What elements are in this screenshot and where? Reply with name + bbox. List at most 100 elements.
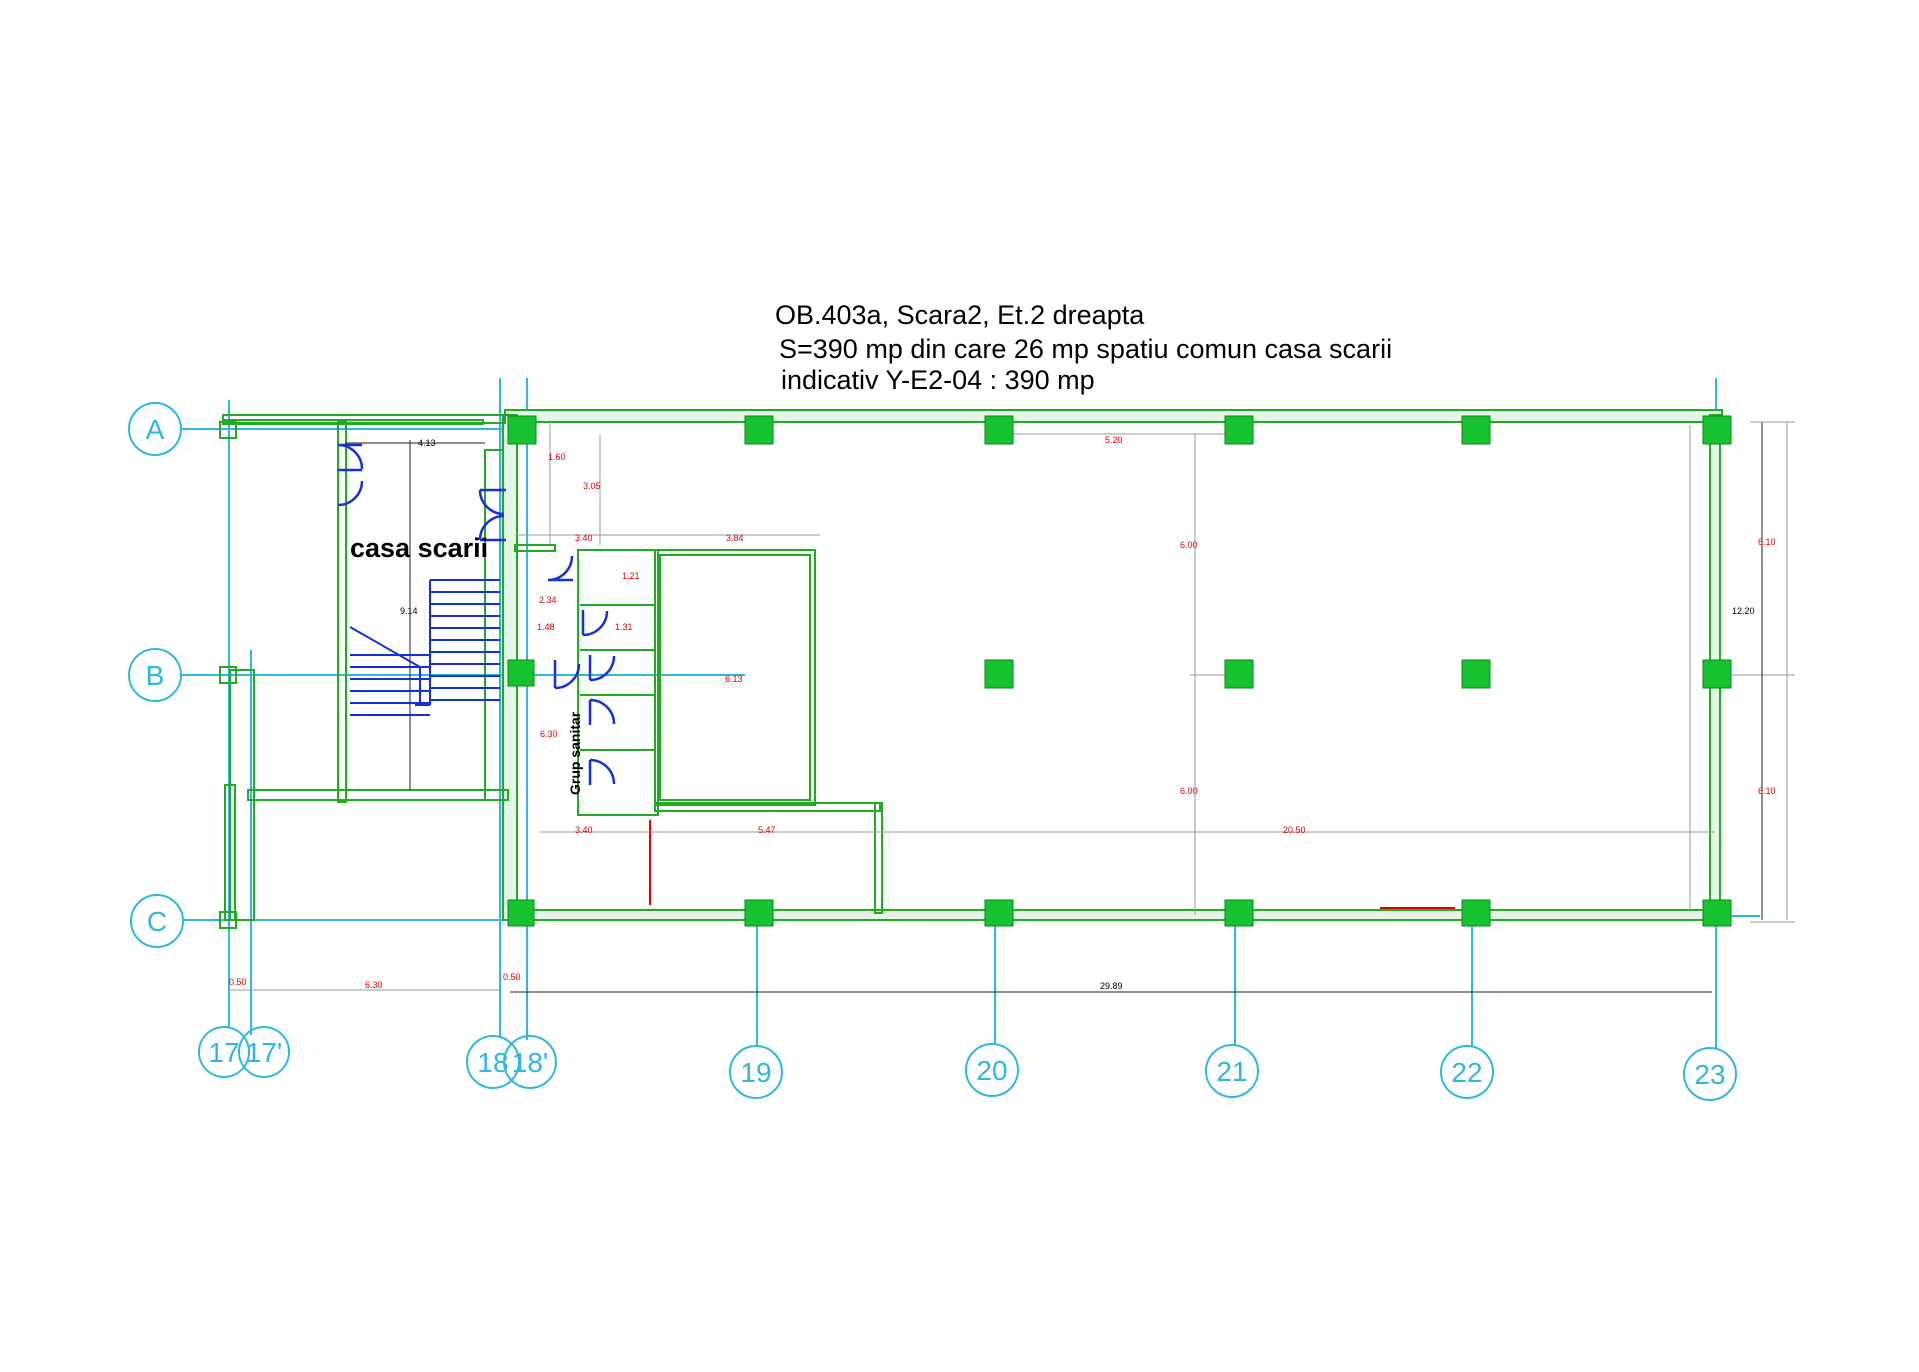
column-c-17 xyxy=(219,911,237,929)
column-a-21 xyxy=(1224,415,1254,445)
stair-bottom-wall xyxy=(247,789,509,801)
dim-148: 1.48 xyxy=(537,622,555,632)
room-label-stair: casa scarii xyxy=(350,533,488,563)
axis-bubble-19: 19 xyxy=(729,1045,783,1099)
column-a-23 xyxy=(1702,415,1732,445)
axis-label-17: 17 xyxy=(208,1037,239,1068)
dim-234: 2.34 xyxy=(539,595,557,605)
stair-right-wall xyxy=(484,449,504,801)
dimension-labels: 4.13 1.60 3.05 5.20 3.40 3.84 1.21 2.34 … xyxy=(229,435,1776,991)
stair-enclosure xyxy=(222,414,509,921)
axis-bubble-23: 23 xyxy=(1683,1047,1737,1101)
dim-305: 3.05 xyxy=(583,481,601,491)
axis-bubble-a: A xyxy=(128,402,182,456)
dim-2989: 29.89 xyxy=(1100,981,1123,991)
dim-160: 1.60 xyxy=(548,452,566,462)
door-stair-top-1 xyxy=(337,443,364,470)
door-wc-5 xyxy=(588,698,616,725)
column-c-21 xyxy=(1224,899,1254,927)
dim-630-b: 6.30 xyxy=(365,980,383,990)
axis-bubble-20: 20 xyxy=(965,1043,1019,1097)
dim-131: 1.31 xyxy=(615,622,633,632)
dim-121: 1.21 xyxy=(622,571,640,581)
dim-340-bot: 3.40 xyxy=(575,825,593,835)
doors xyxy=(337,443,616,785)
axis-bubbles: A B C 17 17' 18 18' 19 xyxy=(128,402,1737,1101)
dim-613: 6.13 xyxy=(725,674,743,684)
axis-bubble-21: 21 xyxy=(1205,1044,1259,1098)
kitchen-top-wall xyxy=(654,802,881,812)
outer-walls xyxy=(502,409,1723,921)
dim-610-bot: 6.10 xyxy=(1758,786,1776,796)
column-a-17 xyxy=(219,421,237,439)
column-a-20 xyxy=(984,415,1014,445)
axis-label-17p: 17' xyxy=(246,1037,283,1068)
column-c-22 xyxy=(1461,899,1491,927)
dim-340-top: 3.40 xyxy=(575,533,593,543)
dim-600-top: 6.00 xyxy=(1180,540,1198,550)
axis-label-21: 21 xyxy=(1216,1056,1247,1087)
top-wall xyxy=(504,409,1723,423)
column-c-20 xyxy=(984,899,1014,927)
axis-label-20: 20 xyxy=(976,1055,1007,1086)
bottom-wall xyxy=(504,909,1723,921)
dim-384: 3.84 xyxy=(726,533,744,543)
door-wc-4 xyxy=(553,660,581,690)
axis-bubble-18p: 18' xyxy=(503,1035,557,1089)
axis-bubble-17p: 17' xyxy=(238,1026,290,1078)
axis-bubble-c: C xyxy=(130,894,184,948)
title-block: OB.403a, Scara2, Et.2 dreapta S=390 mp d… xyxy=(775,300,1392,395)
column-b-21 xyxy=(1224,659,1254,689)
column-a-19 xyxy=(744,415,774,445)
axis-bubble-b: B xyxy=(128,648,182,702)
axis-label-19: 19 xyxy=(740,1057,771,1088)
column-c-18 xyxy=(507,899,535,927)
column-b-22 xyxy=(1461,659,1491,689)
stair-left-wall xyxy=(337,421,347,803)
dim-520: 5.20 xyxy=(1105,435,1123,445)
door-stair-top-2 xyxy=(337,468,364,507)
axis-label-c: C xyxy=(147,906,167,937)
storage-room-inner xyxy=(659,554,811,801)
wc-top-wall xyxy=(514,544,556,552)
axis-label-18p: 18' xyxy=(512,1047,549,1078)
door-wc-6 xyxy=(588,758,616,785)
grid-lines xyxy=(178,378,1760,1058)
column-a-22 xyxy=(1461,415,1491,445)
dim-050-b: 0.50 xyxy=(503,972,521,982)
column-b-17 xyxy=(219,666,237,684)
column-b-23 xyxy=(1702,659,1732,689)
title-line-2: S=390 mp din care 26 mp spatiu comun cas… xyxy=(779,334,1392,364)
dim-413: 4.13 xyxy=(418,438,436,448)
column-b-18 xyxy=(507,659,535,687)
stair-steps xyxy=(349,579,500,716)
lower-left-wall xyxy=(229,669,255,921)
lower-left-wall-outer xyxy=(224,784,236,921)
axis-label-a: A xyxy=(146,414,165,445)
door-wc-2 xyxy=(581,610,609,637)
column-c-23 xyxy=(1702,899,1732,927)
dim-630: 6.30 xyxy=(540,729,558,739)
axis-label-b: B xyxy=(146,660,165,691)
storage-room-wall xyxy=(654,549,816,806)
column-c-19 xyxy=(744,899,774,927)
column-b-20 xyxy=(984,659,1014,689)
axis-bubble-22: 22 xyxy=(1440,1045,1494,1099)
title-line-1: OB.403a, Scara2, Et.2 dreapta xyxy=(775,300,1145,330)
room-label-wc: Grup sanitar xyxy=(567,711,583,795)
dim-914: 9.14 xyxy=(400,606,418,616)
dim-050-a: 0.50 xyxy=(229,977,247,987)
dim-610-top: 6.10 xyxy=(1758,537,1776,547)
wc-block-wall xyxy=(577,549,659,816)
bottom-dimension-chain xyxy=(228,989,1712,993)
columns xyxy=(219,415,1732,929)
interior-partitions xyxy=(514,544,1455,914)
axis-label-22: 22 xyxy=(1451,1057,1482,1088)
door-stair-right-2 xyxy=(478,514,506,542)
axis-label-23: 23 xyxy=(1694,1059,1725,1090)
dim-547: 5.47 xyxy=(758,825,776,835)
dim-600-bot: 6.00 xyxy=(1180,786,1198,796)
column-a-18 xyxy=(507,415,537,445)
door-wc-1 xyxy=(547,555,574,582)
